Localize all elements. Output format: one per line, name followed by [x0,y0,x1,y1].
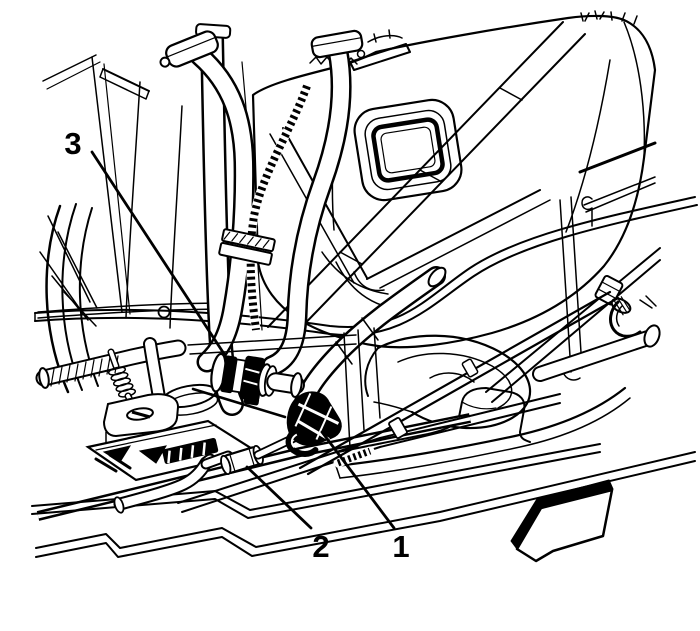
callout-2-leader [245,465,313,530]
under-tank-assembly [334,334,631,479]
ribbed-vent-hose [246,84,311,331]
filler-pipe-run [34,196,698,337]
fuel-lines-pair [298,290,620,476]
callout-3-label: 3 [64,126,81,161]
callouts: 3 2 1 [64,126,409,564]
filler-bracket [349,29,411,71]
hose-band-clamp [218,228,276,266]
right-tube-clamp [485,247,661,403]
quick-connect-fitting-3 [210,352,305,406]
direction-arrow [510,479,614,563]
striped-bracket [162,437,219,464]
fuel-pipe-2 [85,419,301,514]
left-foreground [35,337,219,447]
coil-spring [107,366,137,398]
pump-block [102,393,180,447]
quick-connect-elbow-1 [285,391,342,457]
tank-access-hatch [353,98,463,202]
hose-a-cap [159,30,219,68]
hose-b-cap [310,29,364,59]
callout-2-label: 2 [312,529,329,564]
callout-1-leader [320,430,396,530]
callout-1-label: 1 [392,529,409,564]
tank-edge-ticks [580,10,638,25]
callout-3-leader [90,150,234,368]
